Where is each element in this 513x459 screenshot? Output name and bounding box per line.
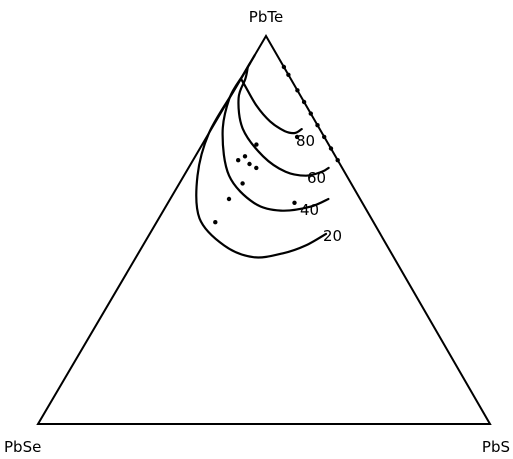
contour-line-80 [239,77,303,135]
data-point [281,64,287,70]
data-point [292,200,297,205]
data-point [247,161,252,167]
contour-label-80: 80 [296,132,315,150]
data-points [213,64,340,225]
data-point [254,165,259,171]
contour-line-20 [195,54,328,259]
data-point [335,158,340,163]
data-point [301,99,307,105]
data-point [322,134,327,140]
contour-lines [195,54,330,259]
contour-line-60 [237,65,330,177]
data-point [328,146,334,151]
data-point [308,111,313,116]
data-point [254,142,259,147]
data-point [226,196,232,202]
vertex-label-right: PbS [482,438,510,456]
data-point [286,72,291,78]
vertex-label-left: PbSe [4,438,41,456]
data-point [315,123,320,128]
data-point [240,181,245,186]
contour-label-40: 40 [300,201,319,219]
data-point [236,158,241,163]
ternary-triangle [36,34,492,425]
contour-label-60: 60 [307,169,326,187]
vertex-label-top: PbTe [249,8,283,26]
data-point [295,88,300,93]
contour-label-20: 20 [323,227,342,245]
data-point [294,134,300,140]
data-point [213,220,218,225]
data-point [242,154,248,159]
